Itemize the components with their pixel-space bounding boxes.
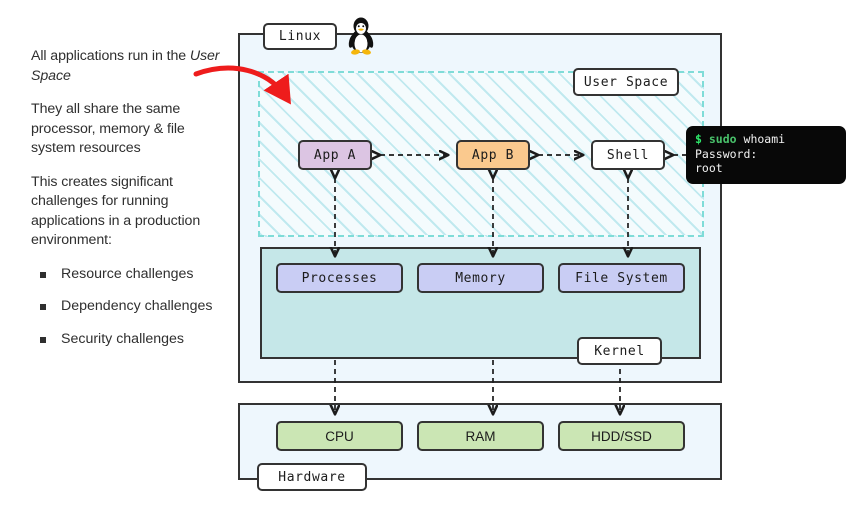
terminal-window[interactable]: $ sudo whoami Password: root [686, 126, 846, 184]
terminal-prompt: $ [695, 132, 702, 146]
tux-penguin-icon [348, 17, 374, 55]
node-app-a[interactable]: App A [298, 140, 372, 170]
label-hardware: Hardware [257, 463, 367, 491]
node-shell[interactable]: Shell [591, 140, 665, 170]
paragraph-shared-resources: They all share the same processor, memor… [31, 101, 185, 156]
terminal-line-password: Password: [695, 146, 758, 161]
node-app-b[interactable]: App B [456, 140, 530, 170]
node-processes[interactable]: Processes [276, 263, 403, 293]
node-memory[interactable]: Memory [417, 263, 544, 293]
label-kernel: Kernel [577, 337, 662, 365]
terminal-line-command: $ sudo whoami [695, 132, 837, 147]
terminal-line-output: root [695, 161, 723, 175]
terminal-argument: whoami [743, 132, 786, 146]
label-linux: Linux [263, 23, 337, 50]
paragraph-user-space: All applications run in the User Space [31, 47, 221, 86]
explanation-panel: All applications run in the User Space T… [31, 47, 221, 362]
label-user-space: User Space [573, 68, 679, 96]
paragraph-emphasis: User Space [31, 48, 220, 84]
node-cpu[interactable]: CPU [276, 421, 403, 451]
node-file-system[interactable]: File System [558, 263, 685, 293]
list-item: Security challenges [31, 330, 221, 350]
terminal-command: sudo [708, 132, 737, 146]
challenges-list: Resource challenges Dependency challenge… [31, 265, 221, 350]
node-hdd-ssd[interactable]: HDD/SSD [558, 421, 685, 451]
list-item: Dependency challenges [31, 297, 221, 317]
paragraph-prefix: All applications run in the [31, 48, 190, 64]
paragraph-challenges-intro: This creates significant challenges for … [31, 173, 201, 249]
node-ram[interactable]: RAM [417, 421, 544, 451]
list-item: Resource challenges [31, 265, 221, 285]
